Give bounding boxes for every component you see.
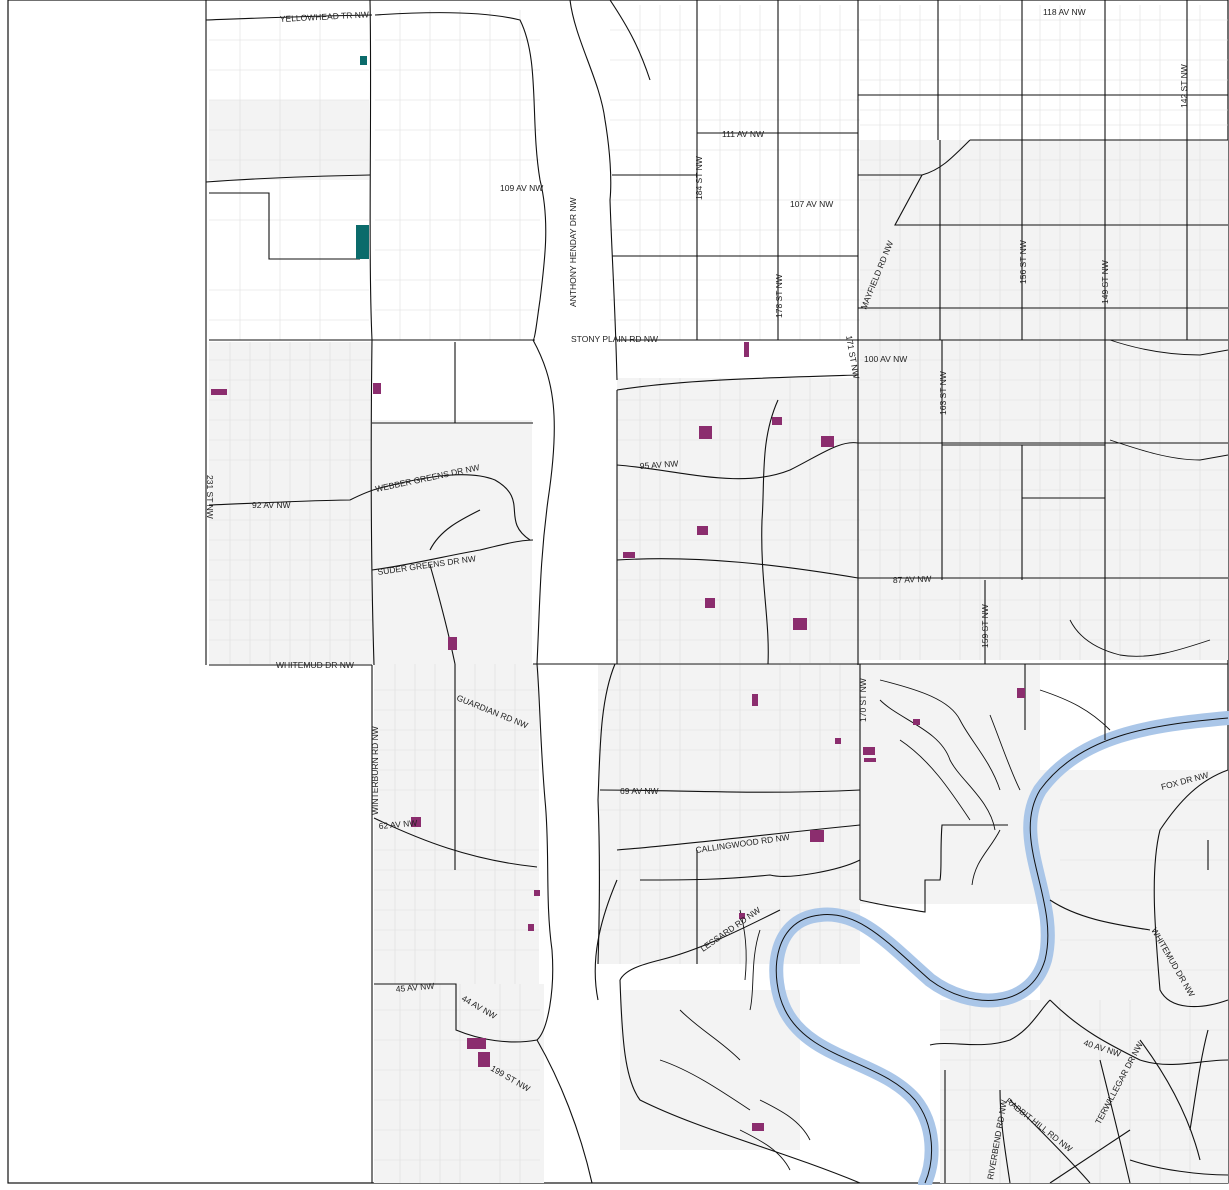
street-label: 118 AV NW: [1043, 7, 1086, 17]
street-label: 109 AV NW: [500, 183, 543, 193]
street-label: 156 ST NW: [1018, 240, 1028, 284]
street-label: 184 ST NW: [694, 156, 704, 200]
street-label: 231 ST NW: [205, 475, 215, 519]
ravines: [659, 339, 1229, 1171]
river: [769, 711, 1229, 1190]
street-label: 100 AV NW: [864, 354, 907, 364]
parcels-secondary: [356, 56, 369, 259]
street-label: 69 AV NW: [620, 786, 659, 796]
street-label: 92 AV NW: [252, 500, 291, 510]
street-label: 95 AV NW: [639, 458, 678, 471]
street-label: 87 AV NW: [893, 574, 932, 585]
street-label: 163 ST NW: [938, 371, 948, 415]
parcels-primary: [211, 342, 1025, 1131]
street-label: 149 ST NW: [1100, 260, 1110, 304]
street-label: YELLOWHEAD TR NW: [280, 9, 370, 24]
street-label: ANTHONY HENDAY DR NW: [568, 197, 578, 307]
street-label: 170 ST NW: [858, 678, 868, 722]
major-roads: [205, 0, 1229, 1184]
street-label: WINTERBURN RD NW: [370, 726, 380, 815]
minor-streets: [209, 5, 1228, 1183]
street-label: 178 ST NW: [774, 274, 784, 318]
street-label: 111 AV NW: [722, 129, 764, 139]
street-label: STONY PLAIN RD NW: [571, 334, 658, 344]
street-label: 142 ST NW: [1179, 64, 1189, 108]
neighbourhood-areas: [209, 100, 1228, 1183]
street-label: 171 ST NW: [844, 335, 861, 380]
street-label: WHITEMUD DR NW: [276, 660, 354, 670]
street-label: 107 AV NW: [790, 199, 833, 209]
street-label: 62 AV NW: [378, 818, 417, 831]
street-label: 45 AV NW: [395, 981, 434, 994]
street-label: 159 ST NW: [980, 604, 990, 648]
